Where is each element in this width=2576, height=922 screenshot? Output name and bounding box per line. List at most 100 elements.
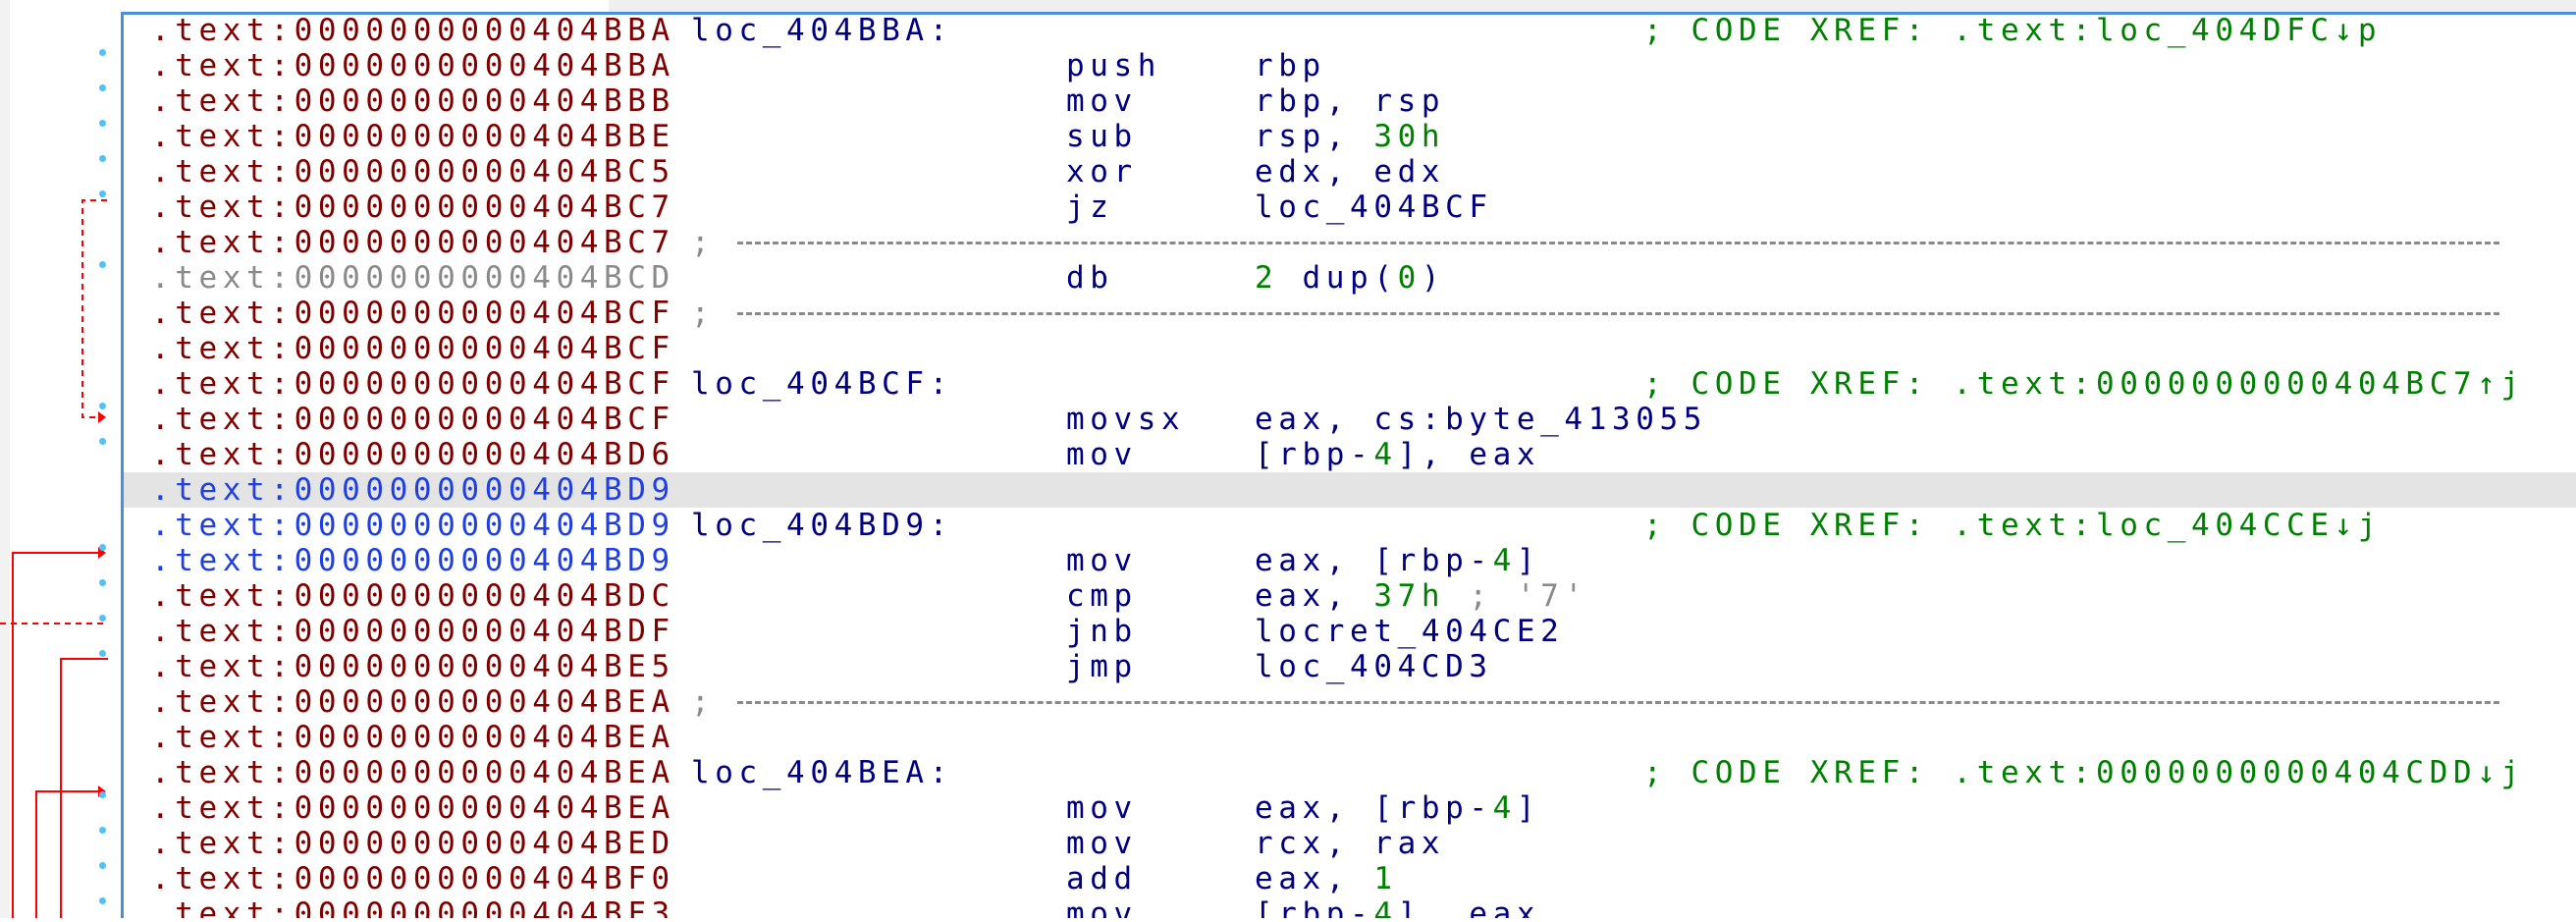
breakpoint-dot-icon[interactable]	[99, 579, 106, 586]
address[interactable]: .text:0000000000404BD6	[151, 437, 675, 472]
breakpoint-dot-icon[interactable]	[99, 49, 106, 56]
address[interactable]: .text:0000000000404BEA	[151, 684, 675, 720]
address[interactable]: .text:0000000000404BBB	[151, 83, 675, 119]
disasm-line[interactable]: .text:0000000000404BCF loc_404BCF: ; CODE …	[124, 366, 2576, 402]
disasm-line[interactable]: .text:0000000000404BCF;	[124, 296, 2576, 331]
address[interactable]: .text:0000000000404BBA	[151, 48, 675, 83]
operand-number[interactable]: 30h	[1373, 119, 1446, 154]
breakpoint-dot-icon[interactable]	[99, 261, 106, 268]
operand-text[interactable]: eax, [rbp-	[1255, 543, 1493, 578]
disasm-line[interactable]: .text:0000000000404BCD db 2 dup(0)	[124, 260, 2576, 296]
disasm-line[interactable]: .text:0000000000404BDF jnb locret_404CE2	[124, 614, 2576, 649]
mnemonic[interactable]: db	[1066, 260, 1114, 296]
operands[interactable]: eax, 1	[1255, 861, 1398, 896]
operand-text[interactable]: )	[1421, 260, 1446, 296]
breakpoint-dot-icon[interactable]	[99, 438, 106, 445]
operand-number[interactable]: 4	[1373, 437, 1398, 472]
address[interactable]: .text:0000000000404BDF	[151, 614, 675, 649]
operands[interactable]: loc_404BCF	[1255, 190, 1493, 225]
operand-text[interactable]: eax, [rbp-	[1255, 790, 1493, 826]
mnemonic[interactable]: jz	[1066, 190, 1114, 225]
address[interactable]: .text:0000000000404BBA	[151, 13, 675, 48]
operands[interactable]: edx, edx	[1255, 154, 1445, 190]
operands[interactable]: 2 dup(0)	[1255, 260, 1445, 296]
operands[interactable]: eax, cs:byte_413055	[1255, 402, 1707, 437]
mnemonic[interactable]: sub	[1066, 119, 1138, 154]
operand-text[interactable]: loc_404BCF	[1255, 190, 1493, 225]
address[interactable]: .text:0000000000404BBE	[151, 119, 675, 154]
operand-text[interactable]: ]	[1516, 790, 1541, 826]
code-label[interactable]: loc_404BD9:	[691, 508, 953, 543]
operand-number[interactable]: 1	[1373, 861, 1398, 896]
operand-text[interactable]: dup(	[1278, 260, 1398, 296]
disasm-line[interactable]: .text:0000000000404BEA	[124, 720, 2576, 755]
address[interactable]: .text:0000000000404BCF	[151, 366, 675, 402]
operands[interactable]: [rbp-4], eax	[1255, 896, 1540, 918]
address[interactable]: .text:0000000000404BC7	[151, 190, 675, 225]
breakpoint-dot-icon[interactable]	[99, 862, 106, 869]
arrow-jz-loc-404BCF[interactable]	[81, 199, 107, 418]
operands[interactable]: rsp, 30h	[1255, 119, 1445, 154]
mnemonic[interactable]: mov	[1066, 543, 1138, 578]
operand-number[interactable]: 0	[1397, 260, 1422, 296]
operand-number[interactable]: 4	[1492, 543, 1517, 578]
address[interactable]: .text:0000000000404BEA	[151, 790, 675, 826]
operands[interactable]: locret_404CE2	[1255, 614, 1564, 649]
mnemonic[interactable]: jnb	[1066, 614, 1138, 649]
disasm-line[interactable]: .text:0000000000404BC7 jz loc_404BCF	[124, 190, 2576, 225]
address[interactable]: .text:0000000000404BF0	[151, 861, 675, 896]
address[interactable]: .text:0000000000404BCF	[151, 402, 675, 437]
xref-comment[interactable]: ; CODE XREF: .text:0000000000404BC7↑j	[1643, 366, 2525, 402]
operand-number[interactable]: 4	[1492, 790, 1517, 826]
mnemonic[interactable]: mov	[1066, 896, 1138, 918]
operands[interactable]: [rbp-4], eax	[1255, 437, 1540, 472]
operand-text[interactable]: eax,	[1255, 861, 1374, 896]
breakpoint-dot-icon[interactable]	[99, 120, 106, 127]
disasm-line[interactable]: .text:0000000000404BEA mov eax, [rbp-4]	[124, 790, 2576, 826]
operand-text[interactable]: rbp	[1255, 48, 1326, 83]
operand-text[interactable]: ], eax	[1397, 437, 1541, 472]
address[interactable]: .text:0000000000404BEA	[151, 720, 675, 755]
breakpoint-dot-icon[interactable]	[99, 827, 106, 834]
operand-text[interactable]: rbp, rsp	[1255, 83, 1446, 119]
disasm-line[interactable]: .text:0000000000404BBE sub rsp, 30h	[124, 119, 2576, 154]
mnemonic[interactable]: cmp	[1066, 578, 1138, 614]
breakpoint-dot-icon[interactable]	[99, 190, 106, 197]
arrow-to-loc-404BEA[interactable]	[35, 790, 98, 918]
xref-comment[interactable]: ; CODE XREF: .text:0000000000404CDD↓j	[1643, 755, 2525, 790]
mnemonic[interactable]: jmp	[1066, 649, 1138, 684]
breakpoint-dot-icon[interactable]	[99, 897, 106, 904]
mnemonic[interactable]: movsx	[1066, 402, 1186, 437]
operand-text[interactable]: eax,	[1255, 578, 1374, 614]
mnemonic[interactable]: mov	[1066, 790, 1138, 826]
address[interactable]: .text:0000000000404BC7	[151, 225, 675, 260]
operand-number[interactable]: 37h	[1373, 578, 1446, 614]
address[interactable]: .text:0000000000404BCD	[151, 260, 675, 296]
address[interactable]: .text:0000000000404BD9	[151, 543, 675, 578]
address[interactable]: .text:0000000000404BE5	[151, 649, 675, 684]
disasm-line[interactable]: .text:0000000000404BCF movsx eax, cs:byte_…	[124, 402, 2576, 437]
operands[interactable]: rcx, rax	[1255, 826, 1445, 861]
xref-comment[interactable]: ; CODE XREF: .text:loc_404CCE↓j	[1643, 508, 2383, 543]
disasm-line[interactable]: .text:0000000000404BC7;	[124, 225, 2576, 260]
breakpoint-dot-icon[interactable]	[99, 791, 106, 798]
operand-number[interactable]: 4	[1373, 896, 1398, 918]
mnemonic[interactable]: add	[1066, 861, 1138, 896]
operands[interactable]: rbp	[1255, 48, 1326, 83]
operands[interactable]: loc_404CD3	[1255, 649, 1493, 684]
address[interactable]: .text:0000000000404BED	[151, 826, 675, 861]
mnemonic[interactable]: xor	[1066, 154, 1138, 190]
breakpoint-dot-icon[interactable]	[99, 84, 106, 91]
operand-text[interactable]: rcx, rax	[1255, 826, 1446, 861]
disasm-line-selected[interactable]: .text:0000000000404BD9	[124, 472, 2576, 508]
mnemonic[interactable]: push	[1066, 48, 1162, 83]
address[interactable]: .text:0000000000404BDC	[151, 578, 675, 614]
code-label[interactable]: loc_404BCF:	[691, 366, 953, 402]
address[interactable]: .text:0000000000404BD9	[151, 472, 675, 508]
